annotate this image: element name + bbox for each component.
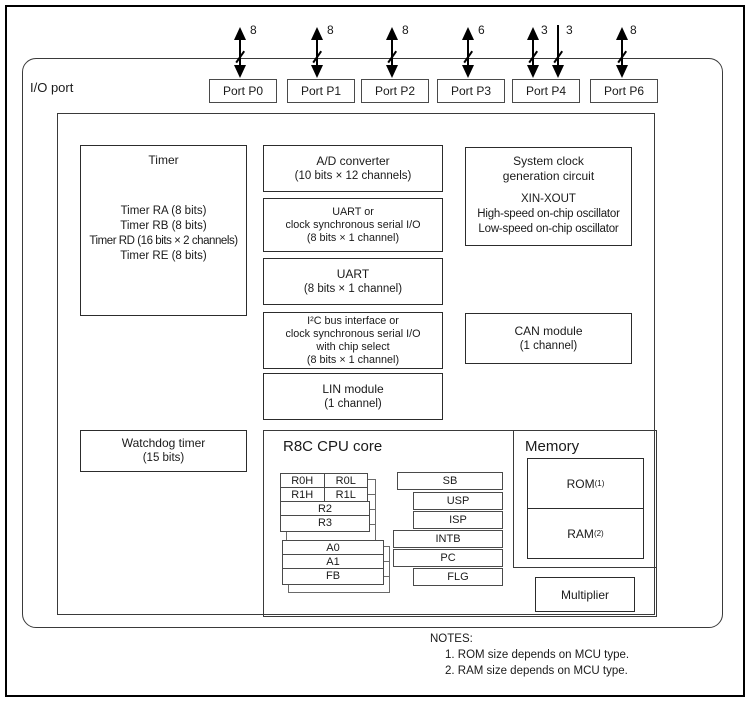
sysclk-line: High-speed on-chip oscillator — [477, 208, 620, 220]
watchdog-subtitle: (15 bits) — [142, 452, 185, 464]
uart-sync-block: UART or clock synchronous serial I/O (8 … — [263, 198, 443, 252]
io-port-box — [22, 58, 723, 628]
can-subtitle: (1 channel) — [519, 339, 578, 352]
bus-arrow-port-p4 — [527, 27, 539, 78]
ram-block: RAM(2) — [528, 509, 643, 558]
i2c-line: clock synchronous serial I/O — [285, 327, 421, 340]
lin-subtitle: (1 channel) — [324, 397, 382, 410]
port-box-p1: Port P1 — [287, 79, 355, 103]
register-sb: SB — [397, 472, 503, 490]
note-item-1: 1. ROM size depends on MCU type. — [445, 649, 630, 661]
register-r1l: R1L — [323, 487, 368, 502]
sysclk-line: System clock — [513, 154, 584, 168]
lin-block: LIN module (1 channel) — [263, 373, 443, 420]
register-isp: ISP — [413, 511, 503, 529]
figure-border — [5, 5, 745, 697]
uart-sync-line: clock synchronous serial I/O — [285, 218, 421, 231]
ram-note-ref: (2) — [593, 529, 604, 538]
register-intb: INTB — [393, 530, 503, 548]
register-usp: USP — [413, 492, 503, 510]
rom-note-ref: (1) — [594, 479, 605, 488]
register-r0l: R0L — [323, 473, 368, 488]
timer-line: Timer RD (16 bits × 2 channels) — [89, 235, 238, 247]
i2c-line: with chip select — [316, 340, 390, 353]
register-flg: FLG — [413, 568, 503, 586]
rom-block: ROM(1) — [528, 459, 643, 509]
timer-line: Timer RE (8 bits) — [120, 250, 207, 262]
register-r1h: R1H — [280, 487, 325, 502]
watchdog-block: Watchdog timer (15 bits) — [80, 430, 247, 472]
adc-block: A/D converter (10 bits × 12 channels) — [263, 145, 443, 192]
port-box-p3: Port P3 — [437, 79, 505, 103]
timer-line: Timer RB (8 bits) — [120, 220, 207, 232]
bus-width-label-p0: 8 — [250, 23, 257, 37]
bus-arrow-port-p1 — [311, 27, 323, 78]
register-pc: PC — [393, 549, 503, 567]
bus-width-label-p4b: 3 — [566, 23, 573, 37]
cpu-core-box — [263, 430, 657, 617]
sysclk-line: XIN-XOUT — [521, 193, 576, 205]
uart-sync-line: UART or — [332, 205, 374, 218]
uart-block: UART (8 bits × 1 channel) — [263, 258, 443, 305]
register-row-r0: R0H R0L — [280, 473, 368, 488]
timer-line: Timer RA (8 bits) — [120, 205, 207, 217]
register-row-r1: R1H R1L — [280, 487, 368, 502]
register-fb: FB — [282, 568, 384, 585]
sysclk-line: Low-speed on-chip oscillator — [478, 223, 619, 235]
timer-title: Timer — [148, 153, 179, 167]
notes-title: NOTES: — [430, 633, 473, 645]
bus-arrow-port-p2 — [386, 27, 398, 78]
uart-sync-line: (8 bits × 1 channel) — [306, 231, 400, 244]
register-a0: A0 — [282, 540, 384, 557]
bus-width-label-p1: 8 — [327, 23, 334, 37]
bus-width-label-p6: 8 — [630, 23, 637, 37]
bus-arrow-port-p0 — [234, 27, 246, 78]
memory-title: Memory — [525, 438, 580, 455]
bus-arrow-port-p4-input — [552, 25, 564, 78]
system-clock-block: System clock generation circuit XIN-XOUT… — [465, 147, 632, 246]
bus-arrow-port-p6 — [616, 27, 628, 78]
sysclk-line: generation circuit — [502, 169, 595, 183]
port-box-p2: Port P2 — [361, 79, 429, 103]
register-r3: R3 — [280, 515, 370, 532]
can-block: CAN module (1 channel) — [465, 313, 632, 364]
ram-label: RAM — [567, 526, 594, 541]
i2c-line: (8 bits × 1 channel) — [306, 353, 400, 366]
bus-width-label-p4a: 3 — [541, 23, 548, 37]
adc-title: A/D converter — [316, 153, 390, 168]
port-box-p4: Port P4 — [512, 79, 580, 103]
port-box-p6: Port P6 — [590, 79, 658, 103]
rom-ram-box: ROM(1) RAM(2) — [527, 458, 644, 559]
cpu-core-title: R8C CPU core — [283, 438, 383, 455]
note-item-2: 2. RAM size depends on MCU type. — [445, 665, 628, 677]
uart-subtitle: (8 bits × 1 channel) — [303, 282, 403, 295]
lin-title: LIN module — [322, 381, 384, 396]
bus-arrow-port-p3 — [462, 27, 474, 78]
adc-subtitle: (10 bits × 12 channels) — [294, 169, 412, 182]
can-title: CAN module — [514, 323, 583, 338]
watchdog-title: Watchdog timer — [121, 436, 206, 450]
bus-width-label-p2: 8 — [402, 23, 409, 37]
rom-label: ROM — [566, 476, 595, 491]
peripheral-area-box — [57, 113, 655, 615]
io-port-label: I/O port — [30, 80, 74, 95]
register-r0h: R0H — [280, 473, 325, 488]
memory-area — [513, 431, 656, 568]
i2c-block: I²C bus interface or clock synchronous s… — [263, 312, 443, 369]
port-box-p0: Port P0 — [209, 79, 277, 103]
multiplier-block: Multiplier — [535, 577, 635, 612]
uart-title: UART — [336, 266, 370, 281]
i2c-line: I²C bus interface or — [307, 314, 399, 327]
bus-width-label-p3: 6 — [478, 23, 485, 37]
timer-block: Timer Timer RA (8 bits) Timer RB (8 bits… — [80, 145, 247, 316]
